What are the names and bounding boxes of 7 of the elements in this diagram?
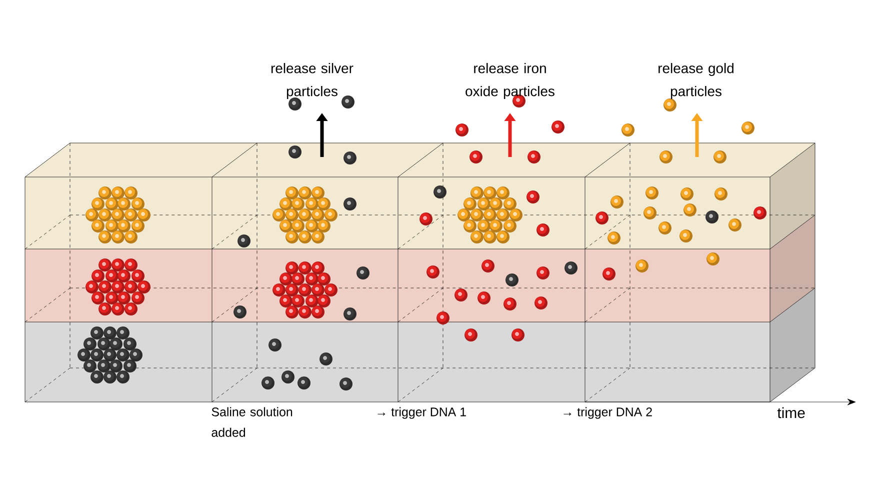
label: release silver particles bbox=[271, 62, 354, 99]
label: time bbox=[777, 407, 805, 418]
label: release iron oxide particles bbox=[466, 62, 554, 99]
label: → trigger DNA 1 bbox=[378, 407, 466, 419]
label: release gold particles bbox=[658, 62, 734, 99]
label: → trigger DNA 2 bbox=[564, 407, 652, 419]
label: Saline solution added bbox=[212, 407, 292, 437]
